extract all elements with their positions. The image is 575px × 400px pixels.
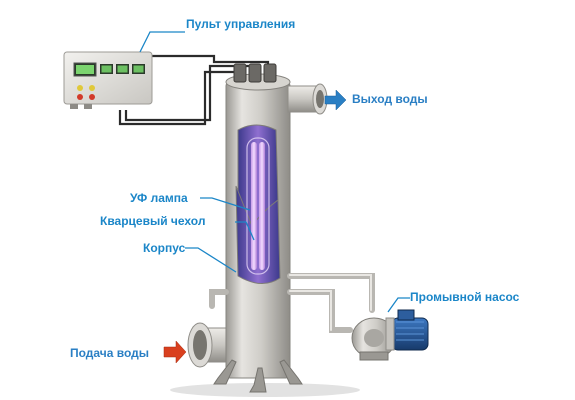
label-flush-pump: Промывной насос [410,290,519,304]
label-control-panel: Пульт управления [186,17,295,31]
cutaway-window [236,125,280,284]
label-uv-lamp: УФ лампа [130,191,188,205]
label-housing: Корпус [143,241,185,255]
uv-lamp-tube [251,142,257,270]
indicator-red-icon [77,94,83,100]
flush-pump [352,310,428,360]
lamp-caps [234,64,276,82]
control-panel [64,52,152,109]
label-water-out: Выход воды [352,92,428,106]
uv-lamp-tube [259,142,265,270]
label-water-in: Подача воды [70,346,149,360]
indicator-yellow-icon [77,85,83,91]
outlet-pipe [288,84,327,114]
leader-control-panel [140,32,185,52]
indicator-yellow-icon [89,85,95,91]
label-quartz-sleeve: Кварцевый чехол [100,214,205,228]
flush-piping-highlight [290,275,371,330]
inlet-arrow [164,341,186,363]
outlet-arrow [325,90,346,110]
indicator-red-icon [89,94,95,100]
